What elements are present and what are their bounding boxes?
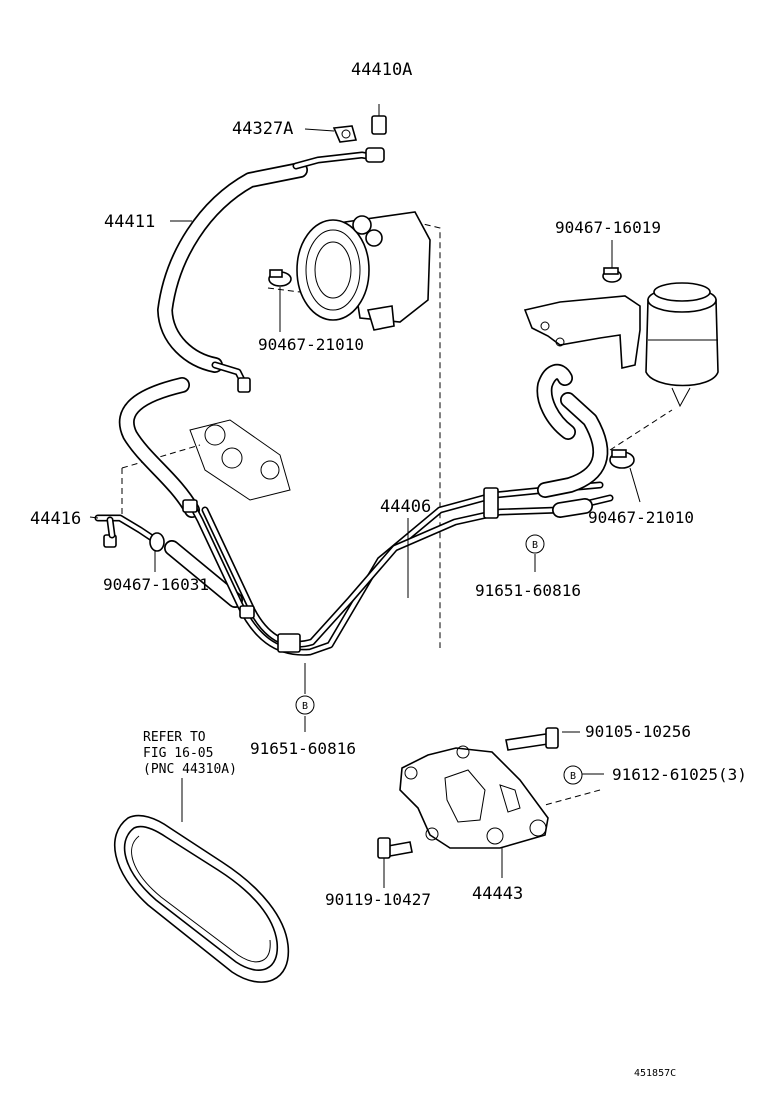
label-44410A: 44410A — [351, 60, 412, 80]
tube-assembly-44406 — [182, 363, 614, 656]
bolt-90105-10256 — [505, 727, 559, 751]
refer-note: REFER TO FIG 16-05 (PNC 44310A) — [143, 730, 237, 777]
b-marker-2: B — [295, 695, 315, 715]
b-marker-1: B — [525, 534, 545, 554]
label-90467-16031: 90467-16031 — [103, 575, 209, 594]
v-ribbed-belt — [113, 814, 290, 983]
pressure-hose-44411 — [157, 147, 385, 393]
clamp-90467-21010-pump — [268, 269, 292, 287]
bolt-90119-10427 — [377, 837, 413, 859]
pump-bracket-44443 — [399, 745, 549, 849]
svg-text:B: B — [302, 701, 308, 712]
pipe-44416 — [94, 514, 159, 548]
return-hose — [118, 377, 243, 608]
label-90467-21010-reservoir: 90467-21010 — [588, 508, 694, 527]
label-44411: 44411 — [104, 212, 155, 232]
label-90119-10427: 90119-10427 — [325, 890, 431, 909]
svg-text:(PNC 44310A): (PNC 44310A) — [143, 762, 237, 777]
label-44416: 44416 — [30, 509, 81, 529]
steering-gear-body — [189, 419, 291, 501]
svg-text:B: B — [570, 771, 576, 782]
label-90105-10256: 90105-10256 — [585, 722, 691, 741]
leader-lines — [89, 128, 641, 888]
union-bolt-44410A — [371, 104, 387, 135]
label-90467-16019: 90467-16019 — [555, 218, 661, 237]
reservoir-bracket — [523, 295, 641, 369]
clamp-90467-16019 — [602, 267, 622, 283]
label-44406: 44406 — [380, 497, 431, 517]
label-91651-60816-bottom: 91651-60816 — [250, 739, 356, 758]
label-91651-60816-right: 91651-60816 — [475, 581, 581, 600]
clamp-90467-21010-reservoir — [609, 449, 635, 469]
label-44443: 44443 — [472, 884, 523, 904]
label-91612-61025: 91612-61025(3) — [612, 765, 747, 784]
label-44327A: 44327A — [232, 119, 293, 139]
gasket-44327A — [332, 125, 358, 143]
clamp-90467-16031 — [149, 532, 165, 552]
svg-text:REFER TO: REFER TO — [143, 730, 206, 745]
figure-code: 451857C — [634, 1068, 676, 1079]
oil-reservoir — [645, 282, 719, 408]
power-steering-pump — [296, 211, 431, 331]
svg-text:B: B — [532, 540, 538, 551]
svg-text:FIG 16-05: FIG 16-05 — [143, 746, 213, 761]
label-90467-21010-pump: 90467-21010 — [258, 335, 364, 354]
b-marker-3: B — [563, 765, 583, 785]
part-labels: 44410A 44327A 44411 90467-21010 90467-16… — [30, 60, 747, 909]
